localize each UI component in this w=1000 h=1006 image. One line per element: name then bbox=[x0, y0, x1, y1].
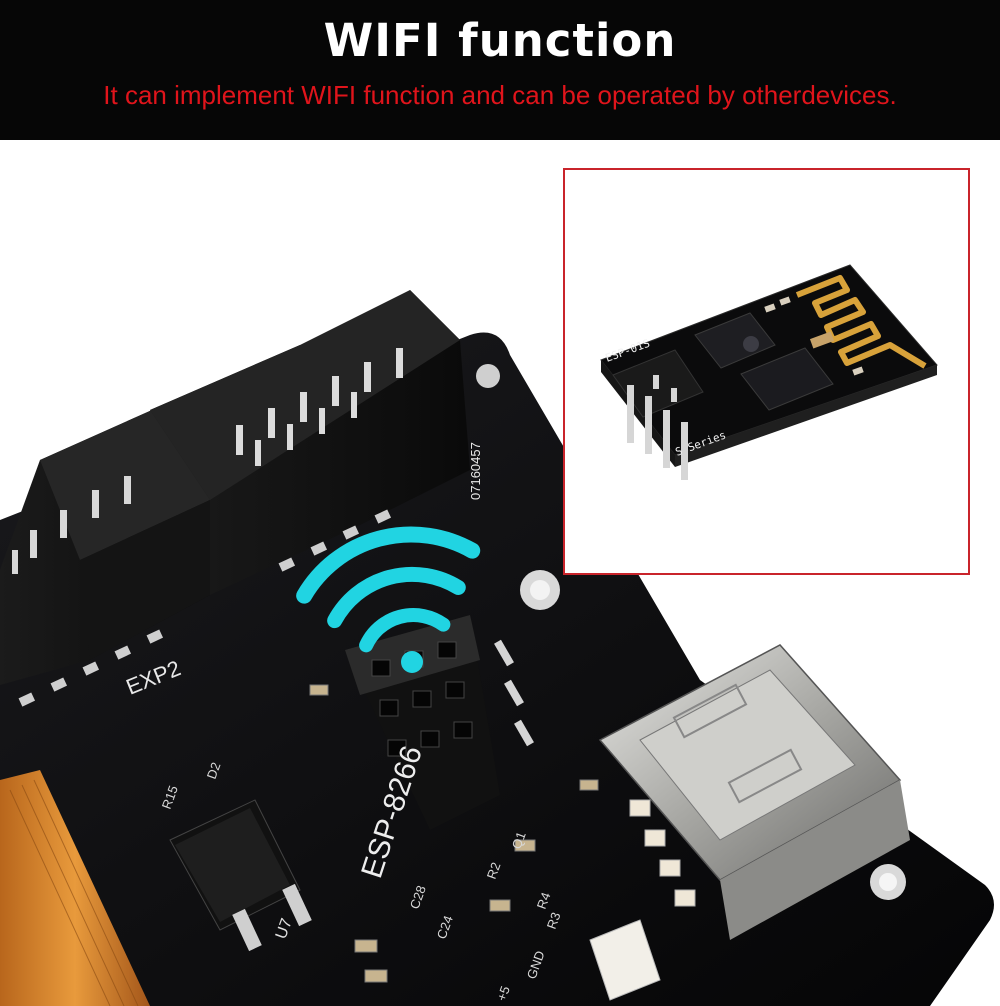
mounting-hole bbox=[476, 364, 500, 388]
power-label: +5 bbox=[494, 984, 513, 1003]
module-inset: ESP-01S S Series bbox=[563, 168, 970, 575]
r2-label: R2 bbox=[484, 860, 504, 881]
module-header bbox=[612, 349, 704, 480]
exp2-connector bbox=[0, 402, 210, 685]
header-banner: WIFI function It can implement WIFI func… bbox=[0, 0, 1000, 140]
board-photo: EXP2 07160457 bbox=[0, 140, 1000, 1006]
exp1-connector bbox=[150, 290, 470, 595]
u7-label: U7 bbox=[273, 916, 296, 941]
antenna-trace bbox=[795, 275, 927, 369]
regulator-u7 bbox=[169, 799, 312, 952]
r3-label: R3 bbox=[544, 910, 564, 931]
ribbon-cable bbox=[0, 770, 150, 1006]
q1-label: Q1 bbox=[509, 830, 529, 851]
flash-chip bbox=[694, 312, 776, 369]
r4-label: R4 bbox=[534, 890, 554, 911]
solder-pads bbox=[18, 509, 392, 707]
esp8266-chip bbox=[740, 347, 834, 411]
usb-port bbox=[598, 644, 910, 940]
esp01s-module: ESP-01S S Series bbox=[600, 264, 938, 480]
board-illustration: EXP2 07160457 bbox=[0, 290, 994, 1006]
jst-connector bbox=[589, 919, 661, 1001]
d2-label: D2 bbox=[204, 760, 224, 781]
serial-label: 07160457 bbox=[468, 442, 483, 500]
smd-components bbox=[309, 684, 599, 983]
page-title: WIFI function bbox=[323, 14, 677, 67]
page-subtitle: It can implement WIFI function and can b… bbox=[103, 80, 897, 110]
wifi-icon bbox=[296, 526, 481, 673]
esp-pins bbox=[494, 639, 534, 747]
